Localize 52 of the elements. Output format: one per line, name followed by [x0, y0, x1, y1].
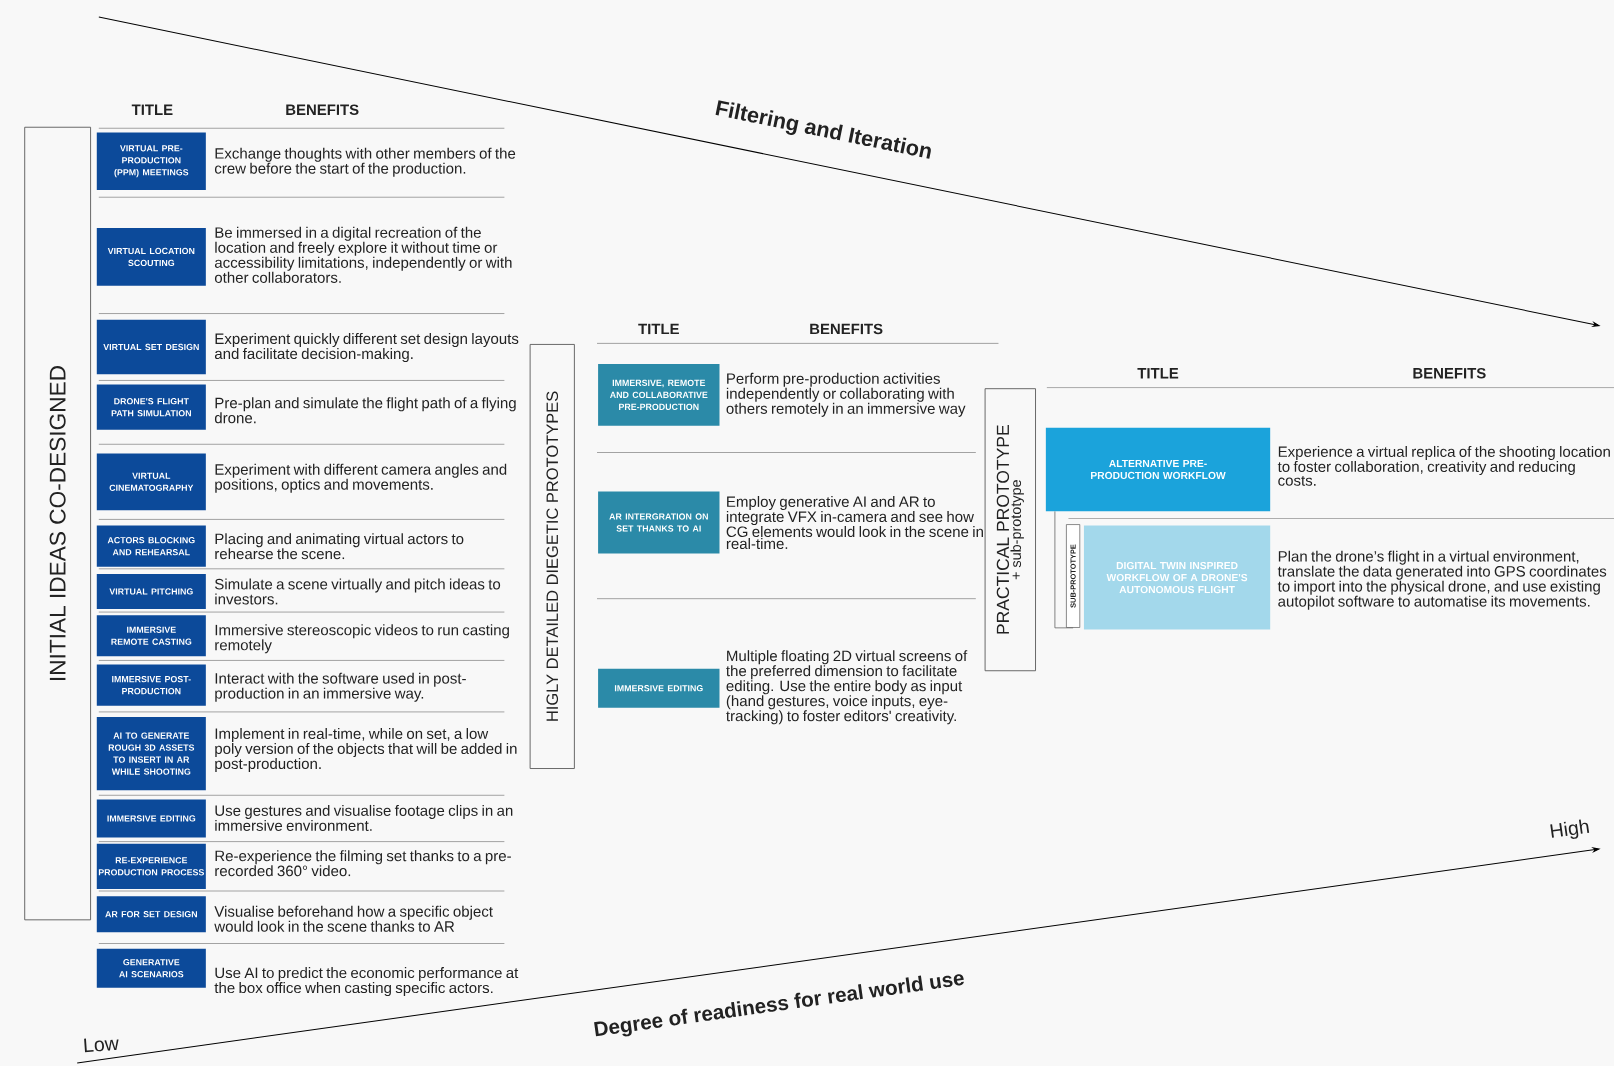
title-box: IMMERSIVE, REMOTE AND COLLABORATIVE PRE-PRODUCTION [598, 364, 720, 426]
title-box: VIRTUAL CINEMATOGRAPHY [96, 453, 206, 511]
axis-title: Filtering and Iteration [715, 100, 931, 159]
category-band: PRACTICAL PROTOTYPE + sub-prototype [984, 388, 1036, 672]
title-box: DIGITAL TWIN INSPIRED WORKFLOW OF A DRONE'S AUTONOMOUS FLIGHT [1083, 525, 1271, 630]
benefit-text: Multiple floating 2D virtual screens of the preferred dimension to facilitate editing. Use the entire body as input (hand gestures, voice inputs, eye-tracking) to foster editors' creativity. [726, 650, 968, 725]
benefit-text: Use gestures and visualise footage clips in an immersive environment. [215, 804, 513, 831]
benefit-text: Plan the drone’s flight in a virtual environment, translate the data generated into GPS coordinates to import into the physical drone, and use existing autopilot software to automatise its movements. [1277, 550, 1607, 610]
column-header: BENEFITS [810, 323, 883, 335]
title-box: AR INTERGRATION ON SET THANKS TO AI [598, 491, 720, 554]
title-box: VIRTUAL PITCHING [96, 574, 206, 609]
column-header: TITLE [131, 104, 173, 115]
benefit-text: Visualise beforehand how a specific object would look in the scene thanks to AR [214, 905, 493, 932]
column-header: TITLE [1137, 368, 1179, 379]
title-box: GENERATIVE AI SCENARIOS [96, 948, 206, 988]
title-box: IMMERSIVE EDITING [96, 799, 206, 838]
axis-end-label: Low [84, 1038, 119, 1053]
axis-title: Degree of readiness for real world use [594, 974, 964, 1037]
benefit-text: Pre-plan and simulate the flight path of a flying drone. [214, 397, 516, 424]
title-box: VIRTUAL LOCATION SCOUTING [96, 228, 206, 286]
title-box: ACTORS BLOCKING AND REHEARSAL [96, 525, 206, 567]
title-box: VIRTUAL PRE-PRODUCTION (PPM) MEETINGS [96, 132, 206, 190]
category-band: HIGLY DETAILED DIEGETIC PROTOTYPES [529, 344, 575, 769]
column-header: BENEFITS [1413, 367, 1486, 379]
title-box: IMMERSIVE EDITING [598, 668, 720, 708]
column-header: BENEFITS [286, 104, 359, 115]
title-box: VIRTUAL SET DESIGN [96, 319, 206, 375]
title-box: AI TO GENERATE ROUGH 3D ASSETS TO INSERT IN AR WHILE SHOOTING [96, 717, 206, 791]
benefit-text: Experiment with different camera angles and positions, optics and movements. [215, 463, 507, 493]
benefit-text: Simulate a scene virtually and pitch ideas to investors. [215, 578, 501, 605]
title-box: AR FOR SET DESIGN [96, 896, 206, 933]
title-box: IMMERSIVE POST-PRODUCTION [96, 664, 206, 706]
title-box: DRONE'S FLIGHT PATH SIMULATION [96, 384, 206, 430]
axis-end-label: High [1550, 819, 1590, 839]
column-header: TITLE [638, 323, 679, 335]
benefit-text: Interact with the software used in post-production in an immersive way. [215, 672, 466, 702]
benefit-text: Employ generative AI and AR to integrate VFX in-camera and see how CG elements would look in the scene in real-time. [726, 496, 983, 550]
category-band: INITIAL IDEAS CO-DESIGNED [24, 126, 92, 921]
benefit-text: Experience a virtual replica of the shooting location to foster collaboration, creativity and reducing costs. [1277, 445, 1610, 486]
benefit-text: Experiment quickly different set design layouts and facilitate decision-making. [214, 333, 519, 363]
benefit-text: Immersive stereoscopic videos to run casting remotely [215, 624, 509, 654]
title-box: RE-EXPERIENCE PRODUCTION PROCESS [96, 843, 206, 889]
benefit-text: Placing and animating virtual actors to rehearse the scene. [215, 533, 464, 560]
benefit-text: Perform pre-production activities independently or collaborating with others remotely in an immersive way [726, 372, 966, 417]
benefit-text: Exchange thoughts with other members of the crew before the start of the production. [214, 147, 516, 177]
title-box: IMMERSIVE REMOTE CASTING [96, 615, 206, 657]
benefit-text: Use AI to predict the economic performance at the box office when casting specific actors. [214, 967, 519, 997]
connector-line [1054, 511, 1074, 629]
benefit-text: Implement in real-time, while on set, a low poly version of the objects that will be added in post-production. [215, 728, 517, 772]
benefit-text: Re-experience the filming set thanks to a pre-recorded 360° video. [215, 850, 511, 877]
benefit-text: Be immersed in a digital recreation of the location and freely explore it without time or accessibility limitations, independently or with other collaborators. [214, 226, 512, 283]
title-box: ALTERNATIVE PRE-PRODUCTION WORKFLOW [1045, 427, 1271, 512]
